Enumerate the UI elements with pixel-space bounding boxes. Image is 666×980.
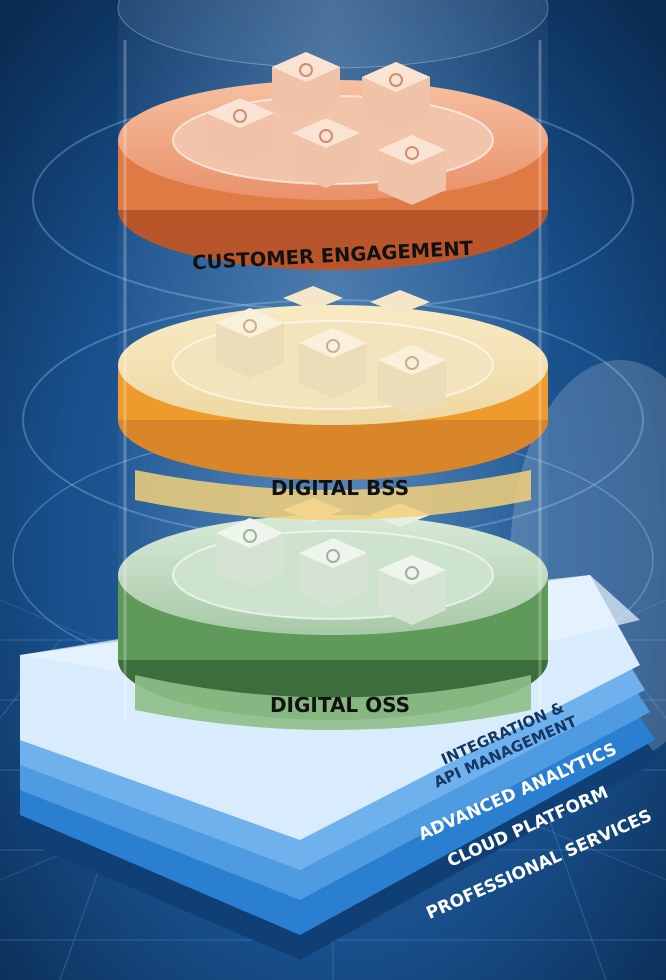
handshake-icon [370, 290, 430, 314]
oss-icons [216, 498, 446, 625]
label-digital-oss: DIGITAL OSS [270, 693, 410, 717]
gear-bulb-icon [216, 308, 284, 378]
label-digital-bss: DIGITAL BSS [271, 476, 409, 500]
globe-dollar-icon [378, 135, 446, 205]
ce-icons [206, 52, 446, 205]
invoice-icon [299, 328, 367, 398]
bss-icons [216, 286, 446, 415]
cloud-tree-icon [299, 538, 367, 608]
building-icon [206, 98, 274, 168]
user-target-icon [378, 345, 446, 415]
mobile-app-icon [292, 118, 360, 188]
strategy-icon [378, 555, 446, 625]
hub-network-icon [216, 518, 284, 588]
location-pin-icon [362, 62, 430, 132]
hand-coin-icon [283, 286, 343, 310]
share-network-icon [272, 52, 340, 122]
